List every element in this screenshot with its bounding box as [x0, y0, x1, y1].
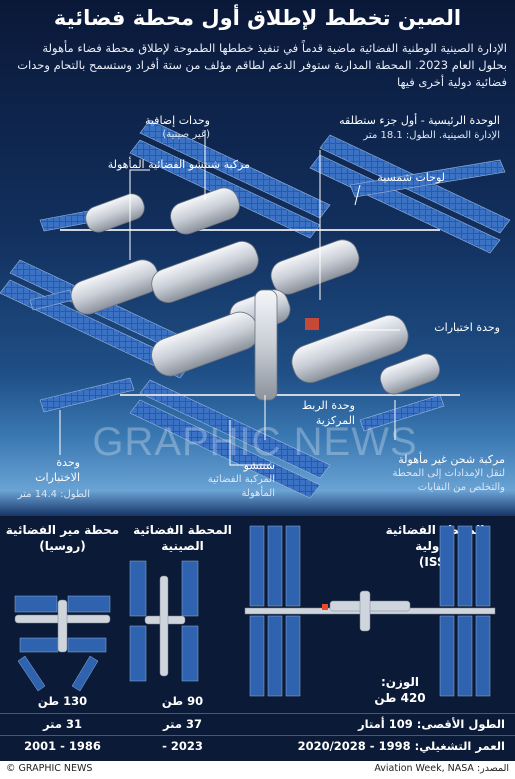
mir-sub: (روسيا) — [39, 539, 86, 553]
label-shenzhou-crewed: مركبة شنتشو الفضائية المأهولة — [107, 158, 250, 171]
label-cargo-3: والتخلص من النفايات — [417, 482, 505, 493]
label-experiment-module-right: وحدة اختبارات — [434, 321, 500, 334]
label-experiment-module-left-1: وحدة — [56, 456, 80, 469]
label-shenzhou-3: المأهولة — [241, 488, 275, 499]
label-shenzhou-1: شنتشو — [243, 459, 275, 472]
css-sub: الصينية — [161, 539, 204, 553]
row-length: 31 متر 37 متر الطول الأقصى: 109 أمتار — [0, 713, 515, 734]
highlight-marker — [305, 318, 319, 330]
iss-weight-label: الوزن: — [380, 675, 420, 689]
mir-name: محطة مير الفضائية — [5, 523, 120, 537]
label-solar-panels: لوحات شمسية — [377, 171, 445, 184]
watermark: GRAPHIC NEWS — [92, 420, 418, 464]
row-years: 1986 - 2001 2023 - العمر التشغيلي: 1998 … — [0, 735, 515, 756]
comparison-panel: محطة مير الفضائية (روسيا) المحطة الفضائي… — [0, 516, 515, 761]
iss-years: العمر التشغيلي: 1998 - 2020/2028 — [297, 739, 505, 753]
footer-brand: © GRAPHIC NEWS — [6, 763, 93, 774]
page-title: الصين تخطط لإطلاق أول محطة فضائية — [53, 6, 462, 30]
footer-source: المصدر: Aviation Week, NASA — [374, 763, 509, 774]
css-weight: 90 طن — [161, 694, 204, 708]
label-cargo-2: لنقل الإمدادات إلى المحطة — [392, 468, 505, 479]
footer: © GRAPHIC NEWS المصدر: Aviation Week, NA… — [0, 761, 515, 779]
css-length: 37 متر — [163, 717, 202, 731]
mir-weight: 130 طن — [37, 694, 88, 708]
label-main-module-sub: الإدارة الصينية. الطول: 18.1 متر — [363, 130, 500, 141]
css-name: المحطة الفضائية — [133, 523, 232, 537]
station-illustration — [0, 119, 511, 499]
label-central-dock-1: وحدة الربط — [301, 399, 355, 412]
station-modules — [70, 187, 440, 401]
row-weight: 130 طن 90 طن — [0, 691, 515, 711]
label-extra-modules: وحدات إضافية — [144, 114, 210, 127]
label-extra-modules-sub: (غير صينية) — [162, 129, 210, 140]
mir-years: 1986 - 2001 — [24, 739, 101, 753]
label-central-dock-2: المركزية — [315, 414, 355, 427]
label-shenzhou-2: المركبة الفضائية — [207, 474, 275, 485]
label-cargo-1: مركبة شحن غير مأهولة — [398, 453, 505, 466]
label-experiment-module-left-2: الاختبارات — [35, 471, 80, 484]
station-size-comparison — [14, 525, 496, 697]
iss-weight: 420 طن — [374, 691, 426, 705]
label-main-module: الوحدة الرئيسية - أول جزء ستطلقه — [339, 114, 500, 127]
label-experiment-module-length: الطول: 14.4 متر — [17, 489, 90, 500]
iss-length: الطول الأقصى: 109 أمتار — [358, 717, 505, 731]
css-years: 2023 - — [162, 739, 203, 753]
intro-text: الإدارة الصينية الوطنية الفضائية ماضية ق… — [17, 41, 507, 89]
mir-length: 31 متر — [43, 717, 82, 731]
